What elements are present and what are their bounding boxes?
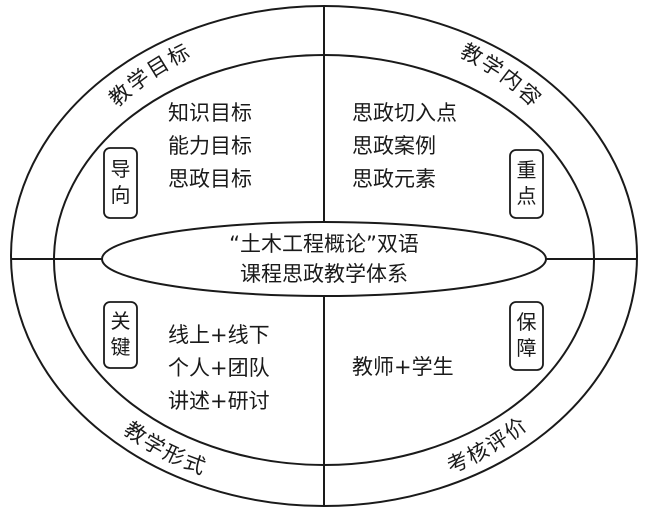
center-title-line1: “土木工程概论”双语 bbox=[229, 232, 419, 256]
key-box-label: 关键 bbox=[111, 309, 131, 359]
focus-box-label: 重点 bbox=[517, 158, 537, 208]
center-ellipse bbox=[101, 221, 547, 297]
center-title-line2: 课程思政教学体系 bbox=[240, 262, 408, 286]
list-item: 思政切入点 bbox=[352, 101, 457, 125]
teaching-goals-list: 知识目标 能力目标 思政目标 bbox=[168, 101, 252, 191]
list-item: 知识目标 bbox=[168, 101, 252, 125]
list-item: 讲述+研讨 bbox=[168, 389, 270, 413]
list-item: 思政元素 bbox=[352, 167, 436, 191]
focus-box: 重点 bbox=[509, 149, 544, 219]
teaching-content-list: 思政切入点 思政案例 思政元素 bbox=[352, 101, 457, 191]
support-box: 保障 bbox=[509, 301, 544, 371]
key-box: 关键 bbox=[103, 301, 138, 369]
assessment-list: 教师+学生 bbox=[352, 355, 454, 379]
list-item: 个人+团队 bbox=[168, 356, 270, 380]
list-item: 能力目标 bbox=[168, 134, 252, 158]
list-item: 线上+线下 bbox=[168, 323, 270, 347]
guide-box: 导向 bbox=[103, 147, 138, 219]
teaching-form-list: 线上+线下 个人+团队 讲述+研讨 bbox=[168, 323, 270, 413]
support-box-label: 保障 bbox=[517, 310, 537, 360]
guide-box-label: 导向 bbox=[111, 157, 131, 207]
list-item: 教师+学生 bbox=[352, 355, 454, 379]
list-item: 思政目标 bbox=[168, 167, 252, 191]
list-item: 思政案例 bbox=[352, 134, 436, 158]
